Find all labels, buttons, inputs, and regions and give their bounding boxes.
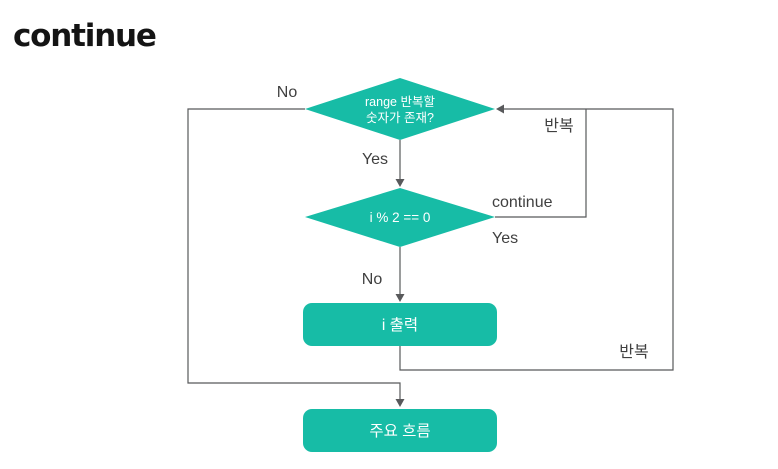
process-print-i-box — [303, 303, 497, 346]
edge-continue — [495, 109, 587, 218]
edge-label-repeat-top: 반복 — [544, 117, 573, 135]
edge-label-yes-right: Yes — [492, 230, 518, 247]
page-title: continue — [13, 18, 157, 54]
process-main-flow-label: 주요 흐름 — [369, 422, 430, 440]
arrowhead-print — [395, 294, 405, 302]
node-process-print-i: i 출력 — [303, 303, 497, 346]
edge-label-no-top: No — [277, 84, 298, 101]
process-print-i-label: i 출력 — [382, 316, 418, 334]
connector-group — [187, 104, 674, 407]
node-decision-range: range 반복할 숫자가 존재? — [305, 78, 495, 140]
edge-label-repeat-bottom: 반복 — [619, 343, 648, 361]
node-decision-even: i % 2 == 0 — [305, 188, 495, 247]
edge-label-continue: continue — [492, 194, 553, 211]
edge-label-group: No Yes 반복 continue Yes No 반복 — [277, 84, 649, 361]
edge-label-no-middle: No — [362, 271, 383, 288]
edge-repeat-loop — [399, 108, 674, 371]
arrowhead-main-flow — [395, 399, 405, 407]
arrowhead-even-check — [395, 179, 405, 187]
decision-range-label-line1: range 반복할 — [365, 95, 435, 109]
decision-even-label: i % 2 == 0 — [370, 210, 431, 225]
decision-even-diamond — [305, 188, 495, 247]
decision-range-diamond — [305, 78, 495, 140]
process-main-flow-box — [303, 409, 497, 452]
edge-label-yes-top: Yes — [362, 151, 388, 168]
edge-no-to-main-flow — [187, 108, 401, 399]
node-process-main-flow: 주요 흐름 — [303, 409, 497, 452]
decision-range-label-line2: 숫자가 존재? — [366, 111, 434, 125]
arrowhead-range-check — [496, 104, 504, 114]
